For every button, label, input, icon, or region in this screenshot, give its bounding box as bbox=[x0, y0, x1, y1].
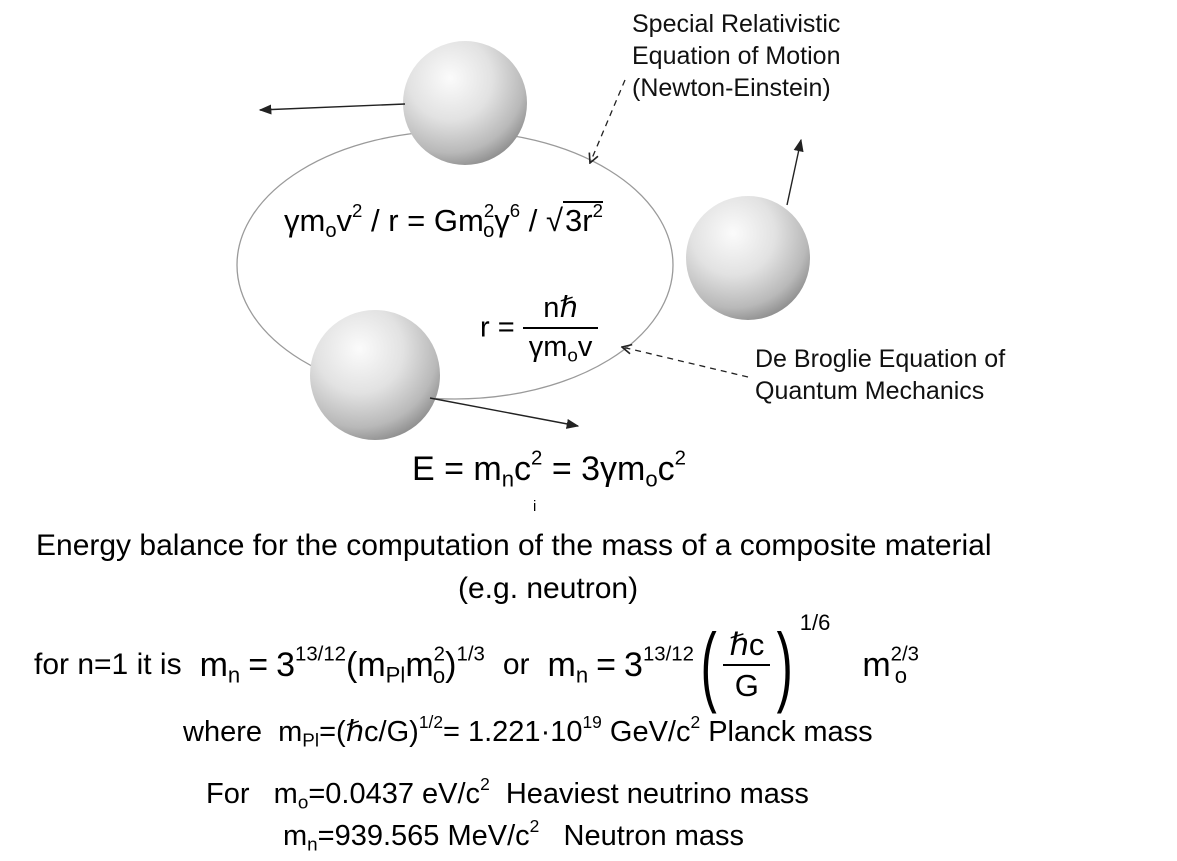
label-special-relativistic: Special Relativistic Equation of Motion … bbox=[632, 8, 840, 104]
sphere-right bbox=[686, 196, 810, 320]
text-neutrino-mass: For mo=0.0437 eV/c2 Heaviest neutrino ma… bbox=[206, 773, 809, 813]
text-planck-definition: where mPl=(ℏc/G)1/2= 1.221·1019 GeV/c2 P… bbox=[183, 711, 873, 751]
velocity-arrow-right bbox=[786, 138, 804, 206]
sphere-bottom-left bbox=[310, 310, 440, 440]
formula-mass-neutron: for n=1 it is mn = 313/12 (mPlm2o)1/3 or… bbox=[34, 610, 920, 714]
text-title: Energy balance for the computation of th… bbox=[36, 529, 992, 562]
energy-marker: i bbox=[533, 498, 537, 515]
equation-motion: γmov2 / r = Gm2oγ6 / √3r2 bbox=[284, 200, 603, 243]
text-subtitle: (e.g. neutron) bbox=[458, 572, 639, 605]
label-line: Special Relativistic bbox=[632, 10, 841, 38]
label-line: De Broglie Equation of bbox=[755, 345, 1006, 373]
text-neutron-mass: mn=939.565 MeV/c2 Neutron mass bbox=[283, 815, 745, 855]
equation-energy: E = mnc2 = 3γmoc2 bbox=[412, 447, 687, 492]
orbit-ellipse bbox=[236, 130, 674, 400]
label-line: (Newton-Einstein) bbox=[632, 74, 831, 102]
sphere-top bbox=[403, 41, 527, 165]
pointer-arrow-debroglie bbox=[622, 347, 749, 378]
label-de-broglie: De Broglie Equation of Quantum Mechanics bbox=[755, 343, 1005, 407]
label-line: Equation of Motion bbox=[632, 42, 841, 70]
pointer-arrow-motion bbox=[590, 79, 626, 163]
label-line: Quantum Mechanics bbox=[755, 377, 985, 405]
velocity-arrow-bottom bbox=[429, 397, 580, 429]
velocity-arrow-top bbox=[258, 103, 406, 115]
equation-radius: r = nℏ γmov bbox=[480, 294, 599, 365]
